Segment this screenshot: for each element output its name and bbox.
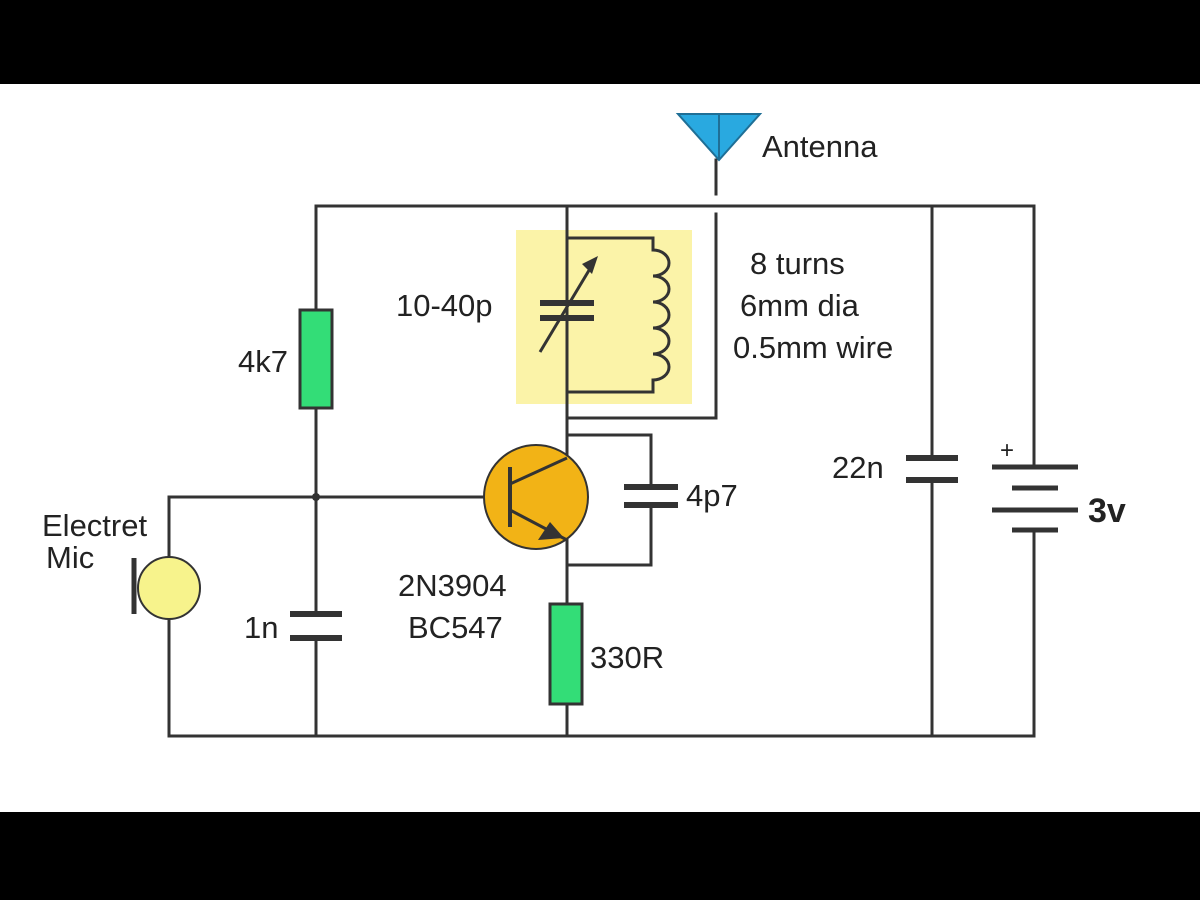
capacitor-22n-label: 22n	[832, 450, 884, 485]
mic-label-1: Electret	[42, 508, 147, 543]
wires	[167, 158, 1036, 738]
white-canvas	[0, 84, 1200, 812]
resistor-4k7-label: 4k7	[238, 344, 288, 379]
coil-spec-diameter: 6mm dia	[740, 288, 860, 323]
inductor-coil	[651, 248, 671, 382]
antenna-label: Antenna	[762, 129, 878, 164]
capacitor-4p7	[624, 484, 678, 508]
capacitor-4p7-label: 4p7	[686, 478, 738, 513]
capacitor-22n	[906, 455, 958, 483]
resistor-4k7	[298, 308, 334, 410]
battery-symbol	[992, 464, 1078, 533]
junction-dot	[312, 493, 320, 501]
variable-capacitor-label: 10-40p	[396, 288, 493, 323]
transistor-label-1: 2N3904	[398, 568, 507, 603]
battery-voltage-label: 3v	[1088, 492, 1126, 530]
battery-plus-sign: +	[1000, 437, 1014, 464]
resistor-330r	[548, 602, 584, 706]
electret-mic-symbol	[131, 556, 201, 620]
antenna-symbol	[675, 113, 763, 162]
transistor-label-2: BC547	[408, 610, 503, 645]
mic-label-2: Mic	[46, 540, 94, 575]
capacitor-1n	[290, 611, 342, 641]
resistor-330r-label: 330R	[590, 640, 664, 675]
coil-spec-turns: 8 turns	[750, 246, 845, 281]
coil-spec-wire: 0.5mm wire	[733, 330, 893, 365]
variable-capacitor	[538, 236, 598, 394]
capacitor-1n-label: 1n	[244, 610, 278, 645]
transistor-symbol	[483, 444, 589, 550]
